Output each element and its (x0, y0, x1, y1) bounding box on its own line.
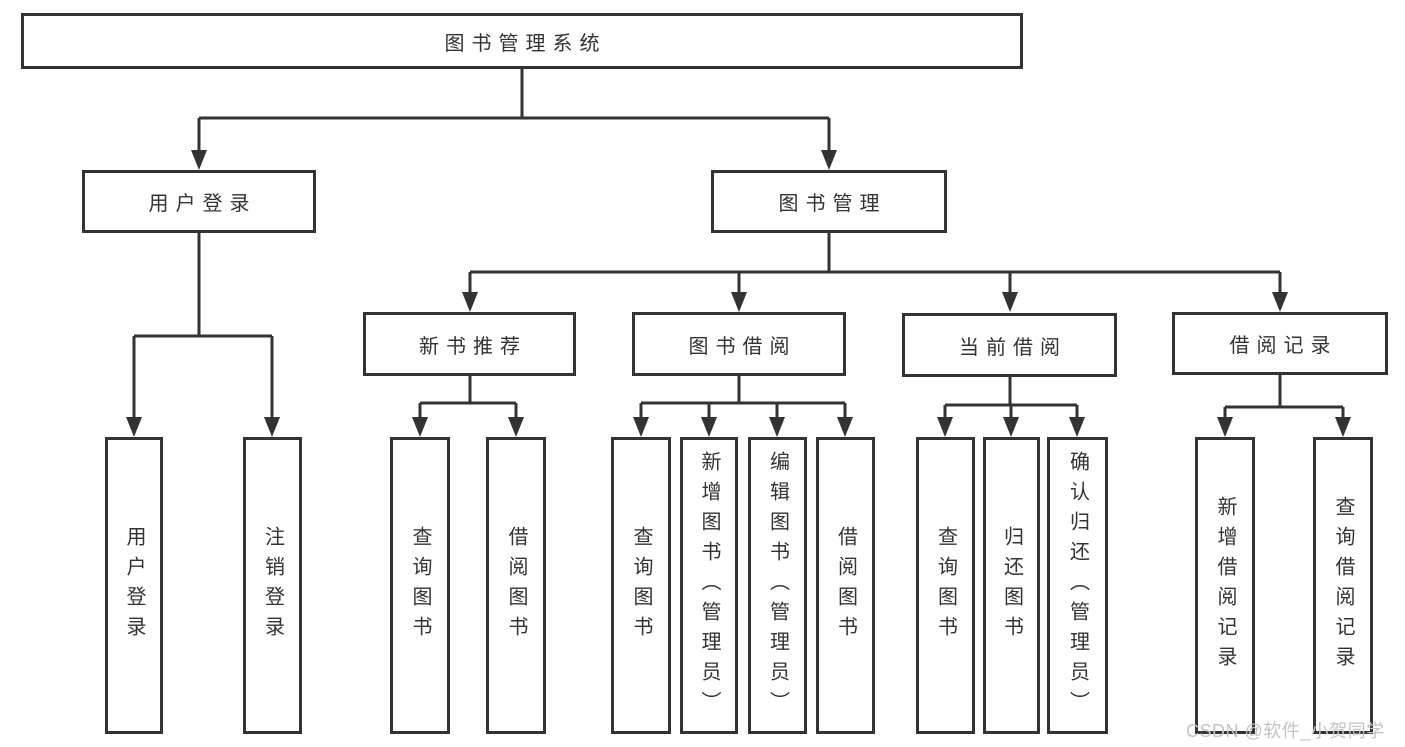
leaf-logout: 注销登录 (243, 437, 302, 734)
node-book-borrow: 图书借阅 (632, 312, 846, 376)
arrowhead (1217, 417, 1233, 437)
arrowhead (508, 417, 524, 437)
node-user-login: 用户登录 (82, 170, 316, 233)
leaf-bb-add-books-admin: 新增图书（管理员） (680, 437, 738, 734)
leaf-nb-query-books: 查询图书 (390, 437, 450, 734)
arrowhead (837, 417, 853, 437)
leaf-bb-query-books: 查询图书 (611, 437, 671, 734)
arrowhead (731, 292, 747, 312)
arrowhead (1335, 417, 1351, 437)
node-new-book-recommend: 新书推荐 (363, 312, 576, 376)
arrowhead (1003, 417, 1019, 437)
arrowhead (191, 150, 207, 170)
arrowhead (264, 417, 280, 437)
arrowhead (1069, 417, 1085, 437)
node-book-management: 图书管理 (711, 170, 947, 233)
leaf-bb-borrow-books: 借阅图书 (816, 437, 875, 734)
node-borrow-records: 借阅记录 (1172, 312, 1388, 375)
leaf-user-login: 用户登录 (105, 437, 163, 734)
arrowhead (633, 417, 649, 437)
leaf-bb-edit-books-admin: 编辑图书（管理员） (748, 437, 807, 734)
arrowhead (1002, 292, 1018, 312)
node-current-borrow: 当前借阅 (902, 313, 1117, 377)
arrowhead (821, 150, 837, 170)
leaf-br-add-record: 新增借阅记录 (1195, 437, 1255, 734)
leaf-cb-return-books: 归还图书 (983, 437, 1040, 734)
node-root: 图书管理系统 (21, 13, 1023, 69)
arrowhead (1272, 292, 1288, 312)
arrowhead (701, 417, 717, 437)
watermark-text: CSDN @软件_小贺同学 (1186, 721, 1385, 741)
arrowhead (412, 417, 428, 437)
arrowhead (126, 417, 142, 437)
arrowhead (462, 292, 478, 312)
arrowhead (937, 417, 953, 437)
leaf-cb-confirm-return-admin: 确认归还（管理员） (1047, 437, 1108, 734)
leaf-nb-borrow-books: 借阅图书 (486, 437, 546, 734)
leaf-br-query-record: 查询借阅记录 (1313, 437, 1373, 734)
arrowhead (769, 417, 785, 437)
leaf-cb-query-books: 查询图书 (916, 437, 975, 734)
